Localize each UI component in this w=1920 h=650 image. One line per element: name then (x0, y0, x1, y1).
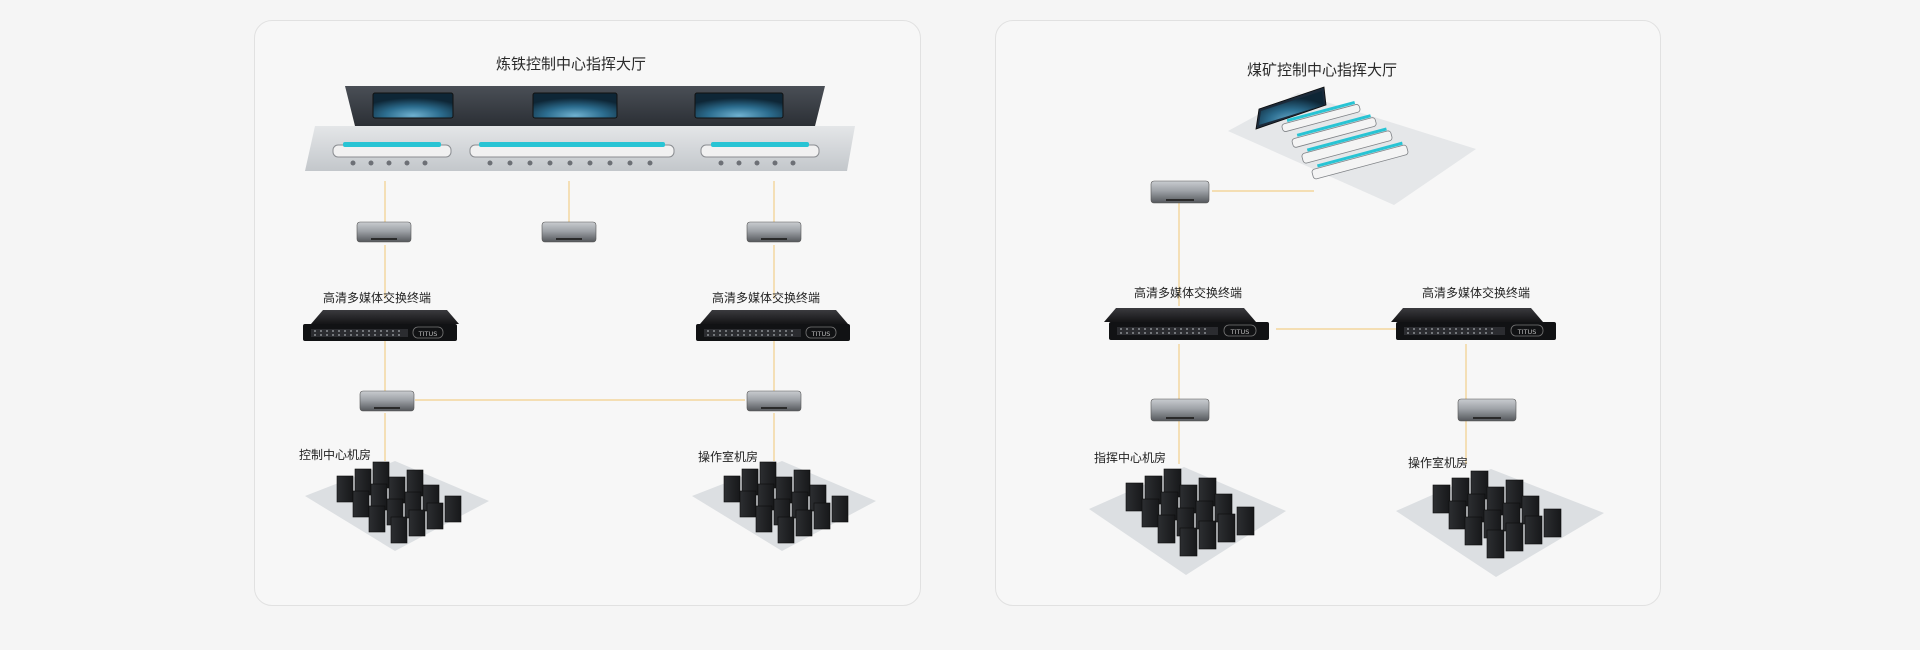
video-wall-screen (694, 92, 784, 119)
receiver-box (359, 390, 415, 412)
server-room-illustration (692, 461, 876, 551)
connector-lines (384, 181, 775, 461)
switch-brand: TITUS (1230, 328, 1250, 336)
multimedia-switch: TITUS (1391, 308, 1556, 340)
switch-brand: TITUS (418, 330, 438, 338)
terminal-label: 高清多媒体交换终端 (322, 291, 432, 305)
control-hall-panel-ironmaking: TITUS TITUS (254, 20, 921, 606)
switch-brand: TITUS (1517, 328, 1537, 336)
server-room-label: 指挥中心机房 (1094, 451, 1167, 465)
command-hall-illustration (305, 86, 855, 171)
receiver-box (541, 221, 597, 243)
operator-console (332, 142, 820, 158)
receiver-box (1457, 398, 1517, 422)
receiver-box (746, 390, 802, 412)
control-hall-panel-coalmine: TITUS TITUS (995, 20, 1661, 606)
video-wall-screen (532, 92, 618, 119)
multimedia-switch: TITUS (303, 310, 459, 341)
receiver-box (1150, 398, 1210, 422)
receiver-box (1150, 180, 1210, 204)
terminal-label: 高清多媒体交换终端 (711, 291, 821, 305)
terminal-label: 高清多媒体交换终端 (1421, 286, 1531, 300)
command-hall-illustration (1228, 86, 1476, 205)
server-room-illustration (305, 461, 489, 551)
topology-diagram-left: TITUS TITUS (303, 86, 876, 551)
terminal-label: 高清多媒体交换终端 (1133, 286, 1243, 300)
connector-lines (1178, 190, 1467, 464)
server-room-illustration (1089, 467, 1286, 575)
receiver-box (746, 221, 802, 243)
server-room-illustration (1396, 469, 1604, 577)
hall-title: 炼铁控制中心指挥大厅 (495, 55, 647, 73)
hall-title: 煤矿控制中心指挥大厅 (1246, 61, 1398, 79)
server-room-label: 控制中心机房 (299, 448, 372, 462)
operator-console (1281, 101, 1409, 180)
multimedia-switch: TITUS (696, 310, 850, 341)
receiver-box (356, 221, 412, 243)
server-room-label: 操作室机房 (698, 450, 759, 464)
topology-diagram-right: TITUS TITUS (1089, 86, 1604, 577)
switch-brand: TITUS (811, 330, 831, 338)
server-room-label: 操作室机房 (1408, 456, 1469, 470)
video-wall-screen (372, 92, 454, 119)
multimedia-switch: TITUS (1104, 308, 1269, 340)
